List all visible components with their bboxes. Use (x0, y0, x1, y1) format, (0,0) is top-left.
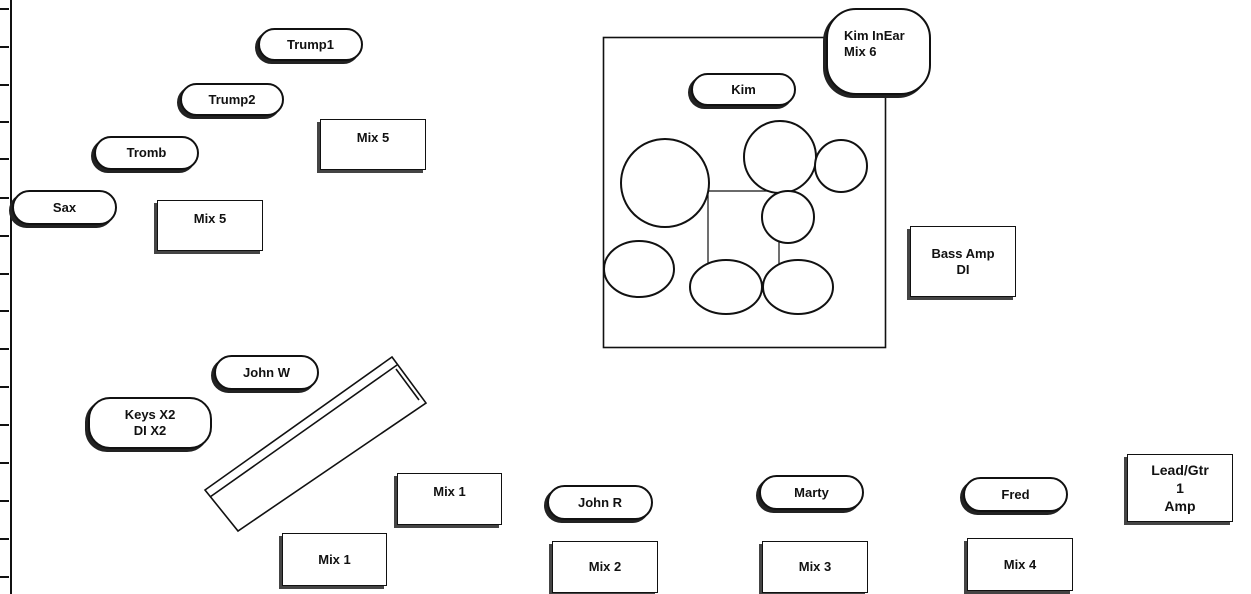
ruler-tick (0, 46, 9, 48)
kim-position: Kim (691, 73, 796, 106)
ruler-tick (0, 197, 9, 199)
keyboard-body (203, 355, 428, 533)
left-edge-ruler (0, 0, 12, 594)
ruler-tick (0, 8, 9, 10)
ruler-tick (0, 462, 9, 464)
hihat-drum (603, 240, 675, 298)
mix3-monitor: Mix 3 (762, 541, 868, 593)
bass-amp-di: Bass Amp DI (910, 226, 1016, 297)
mix2-monitor: Mix 2 (552, 541, 658, 593)
mix5-upper-monitor: Mix 5 (320, 119, 426, 170)
ruler-tick (0, 576, 9, 578)
kim-inear-mix6: Kim InEar Mix 6 (826, 8, 931, 95)
keyboard-edge-line (209, 364, 398, 498)
ruler-tick (0, 500, 9, 502)
ruler-tick (0, 273, 9, 275)
sax-position: Sax (12, 190, 117, 225)
fred-position: Fred (963, 477, 1068, 512)
mix4-monitor: Mix 4 (967, 538, 1073, 591)
mix1-upper-monitor: Mix 1 (397, 473, 502, 525)
ruler-tick (0, 235, 9, 237)
ruler-tick (0, 310, 9, 312)
mix5-lower-monitor: Mix 5 (157, 200, 263, 251)
john-w-position: John W (214, 355, 319, 390)
keyboard-end-line (395, 368, 420, 401)
snare-drum (761, 190, 815, 244)
ruler-tick (0, 386, 9, 388)
crash-cymbal-drum (814, 139, 868, 193)
keys-di-position: Keys X2 DI X2 (88, 397, 212, 449)
marty-position: Marty (759, 475, 864, 510)
floor-tom-drum (620, 138, 710, 228)
ruler-tick (0, 538, 9, 540)
john-r-position: John R (547, 485, 653, 520)
lead-gtr-amp: Lead/Gtr 1 Amp (1127, 454, 1233, 522)
ruler-tick (0, 158, 9, 160)
ruler-tick (0, 121, 9, 123)
trump2-position: Trump2 (180, 83, 284, 116)
ruler-tick (0, 348, 9, 350)
trump1-position: Trump1 (258, 28, 363, 61)
ruler-tick (0, 424, 9, 426)
kick-drum-right (762, 259, 834, 315)
mix1-lower-monitor: Mix 1 (282, 533, 387, 586)
tromb-position: Tromb (94, 136, 199, 170)
ruler-tick (0, 84, 9, 86)
